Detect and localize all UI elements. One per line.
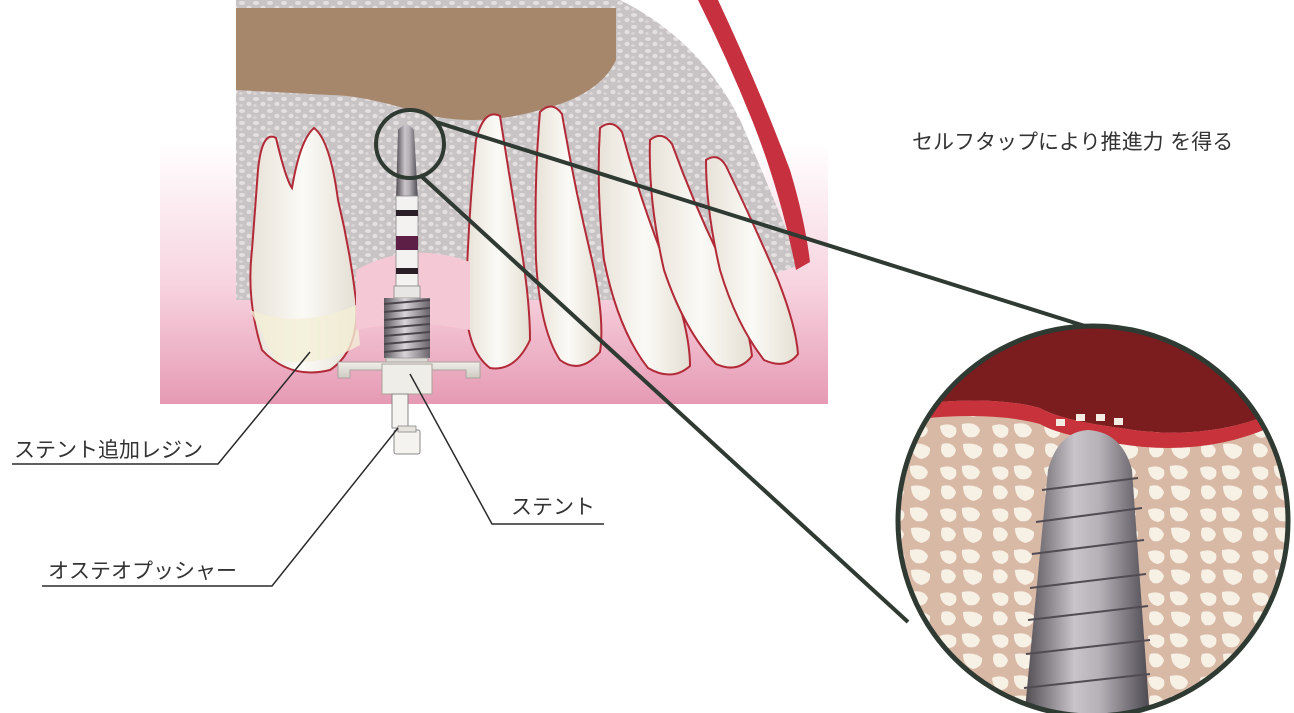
jaw-cross-section: [236, 0, 810, 375]
label-stent-resin: ステント追加レジン: [14, 440, 203, 461]
magnified-view: [880, 320, 1294, 713]
label-stent: ステント: [511, 497, 595, 518]
label-self-tap: セルフタップにより推進力 を得る: [912, 132, 1233, 153]
label-osteo-pusher: オステオプッシャー: [48, 561, 237, 582]
coil-spring: [384, 298, 430, 358]
